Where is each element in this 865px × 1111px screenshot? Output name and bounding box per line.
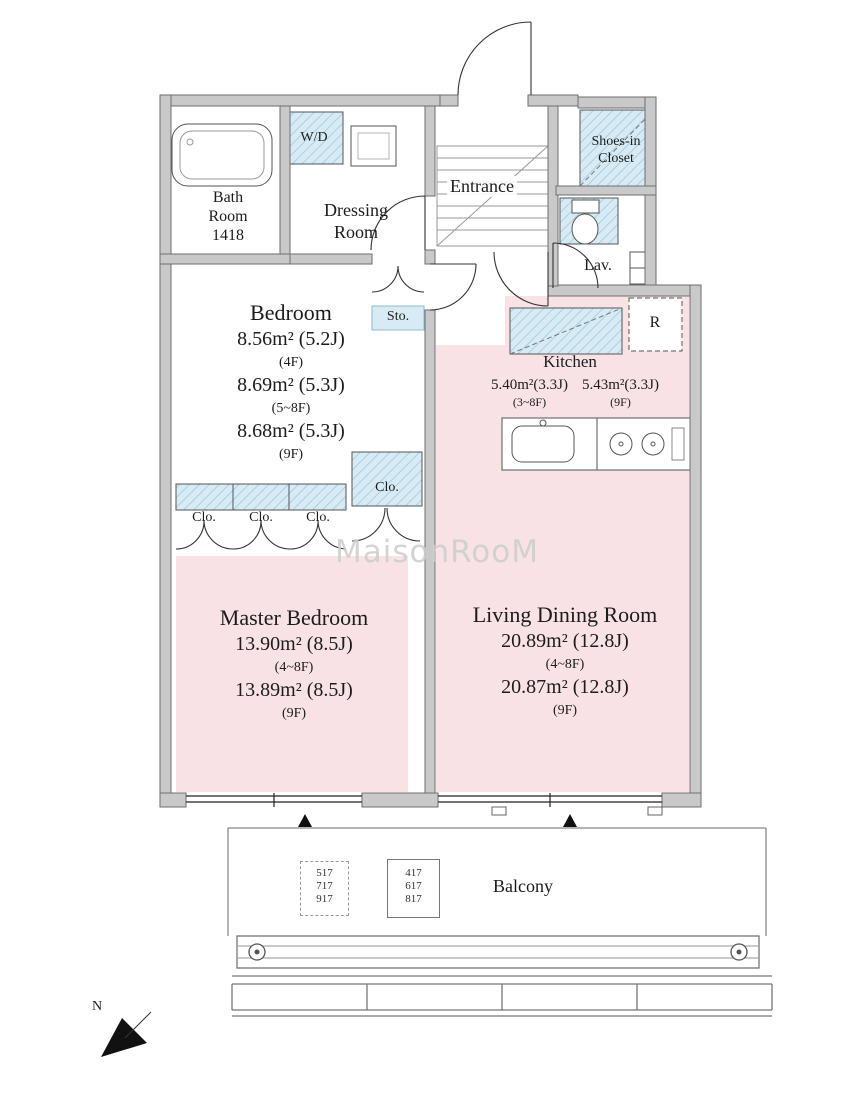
shoes-line2: Closet — [598, 151, 634, 166]
kitchen-area-block: 5.40m²(3.3J) (3~8F) 5.43m²(3.3J) (9F) — [491, 376, 659, 410]
bedroom-floor-1: (4F) — [278, 355, 304, 370]
bedroom-area-2: 8.69m² (5.3J) — [237, 374, 345, 396]
dressing-line2: Room — [333, 222, 378, 242]
window-lines — [186, 793, 662, 807]
compass-north-label: N — [91, 999, 103, 1014]
master-floor-1: (4~8F) — [274, 660, 314, 675]
unit-numbers-solid: 417 617 817 — [387, 859, 440, 918]
bedroom-label-block: Bedroom 8.56m² (5.2J) (4F) 8.69m² (5.3J)… — [237, 299, 345, 464]
kitchen-floor-1: (3~8F) — [512, 395, 547, 409]
bath-room-label: Bath Room 1418 — [208, 188, 247, 245]
kitchen-area-2: 5.43m²(3.3J) — [582, 377, 659, 393]
kitchen-floor-2: (9F) — [610, 395, 631, 409]
kitchen-col-2: 5.43m²(3.3J) (9F) — [582, 376, 659, 410]
master-name: Master Bedroom — [219, 605, 369, 630]
kitchen-area-1: 5.40m²(3.3J) — [491, 377, 568, 393]
closet-label-4: Clo. — [375, 480, 399, 495]
bedroom-name: Bedroom — [250, 300, 332, 325]
living-name: Living Dining Room — [472, 602, 658, 627]
refrigerator-space-box — [628, 297, 683, 352]
living-dining-label-block: Living Dining Room 20.89m² (12.8J) (4~8F… — [473, 601, 658, 720]
unit-numbers-dashed: 517 717 917 — [300, 861, 349, 916]
washer-dryer-box — [285, 111, 344, 165]
master-floor-2: (9F) — [281, 706, 307, 721]
door-arcs — [175, 21, 599, 550]
unit-dashed-2: 717 — [316, 880, 333, 892]
unit-solid-3: 817 — [405, 893, 422, 905]
bath-line1: Bath — [212, 189, 244, 206]
kitchen-name: Kitchen — [543, 352, 597, 371]
opening-markers — [298, 814, 577, 827]
dressing-room-label: Dressing Room — [324, 199, 388, 243]
washer-dryer-label: W/D — [300, 130, 328, 145]
closet-label-1: Clo. — [192, 510, 216, 525]
vent-boxes — [491, 806, 663, 816]
shoes-in-closet-label: Shoes-in Closet — [592, 133, 641, 167]
closet-label-2: Clo. — [249, 510, 273, 525]
shoes-closet-box — [579, 109, 653, 189]
unit-dashed-1: 517 — [316, 867, 333, 879]
lavatory-label: Lav. — [584, 257, 612, 274]
entrance-label: Entrance — [447, 176, 517, 197]
vanity-sink-icon — [350, 125, 397, 167]
walls — [159, 94, 702, 808]
living-floor-1: (4~8F) — [545, 657, 585, 672]
balcony-label: Balcony — [493, 876, 553, 896]
hall-closet-box — [351, 451, 423, 507]
living-floor-2: (9F) — [552, 703, 578, 718]
watermark-text: MaisonRooM — [335, 534, 539, 570]
shoes-line1: Shoes-in — [591, 134, 641, 149]
bath-size: 1418 — [212, 227, 244, 244]
kitchen-counter-box — [509, 307, 623, 355]
bathtub-icon — [171, 123, 273, 187]
master-area-1: 13.90m² (8.5J) — [235, 633, 353, 655]
unit-solid-1: 417 — [405, 867, 422, 879]
bedroom-area-3: 8.68m² (5.3J) — [237, 420, 345, 442]
storage-label: Sto. — [386, 309, 410, 324]
closet-label-3: Clo. — [306, 510, 330, 525]
storage-box — [371, 305, 425, 331]
toilet-icon — [559, 197, 619, 245]
north-arrow-icon — [101, 1011, 152, 1057]
master-area-2: 13.89m² (8.5J) — [235, 679, 353, 701]
dressing-line1: Dressing — [324, 200, 388, 220]
kitchen-col-1: 5.40m²(3.3J) (3~8F) — [491, 376, 568, 410]
bedroom-floor-2: (5~8F) — [271, 401, 311, 416]
living-area-2: 20.87m² (12.8J) — [501, 676, 629, 698]
bath-line2: Room — [208, 208, 248, 225]
unit-solid-2: 617 — [405, 880, 422, 892]
balcony-railing — [227, 827, 773, 1017]
bedroom-area-1: 8.56m² (5.2J) — [237, 328, 345, 350]
bedroom-floor-3: (9F) — [278, 447, 304, 462]
master-bedroom-label-block: Master Bedroom 13.90m² (8.5J) (4~8F) 13.… — [220, 604, 368, 723]
living-area-1: 20.89m² (12.8J) — [501, 630, 629, 652]
bedroom-closet-strip — [175, 483, 347, 511]
unit-dashed-3: 917 — [316, 893, 333, 905]
pipe-shaft-box — [629, 251, 646, 285]
kitchen-sink-stove-icon — [501, 417, 691, 471]
refrigerator-label: R — [649, 314, 661, 331]
